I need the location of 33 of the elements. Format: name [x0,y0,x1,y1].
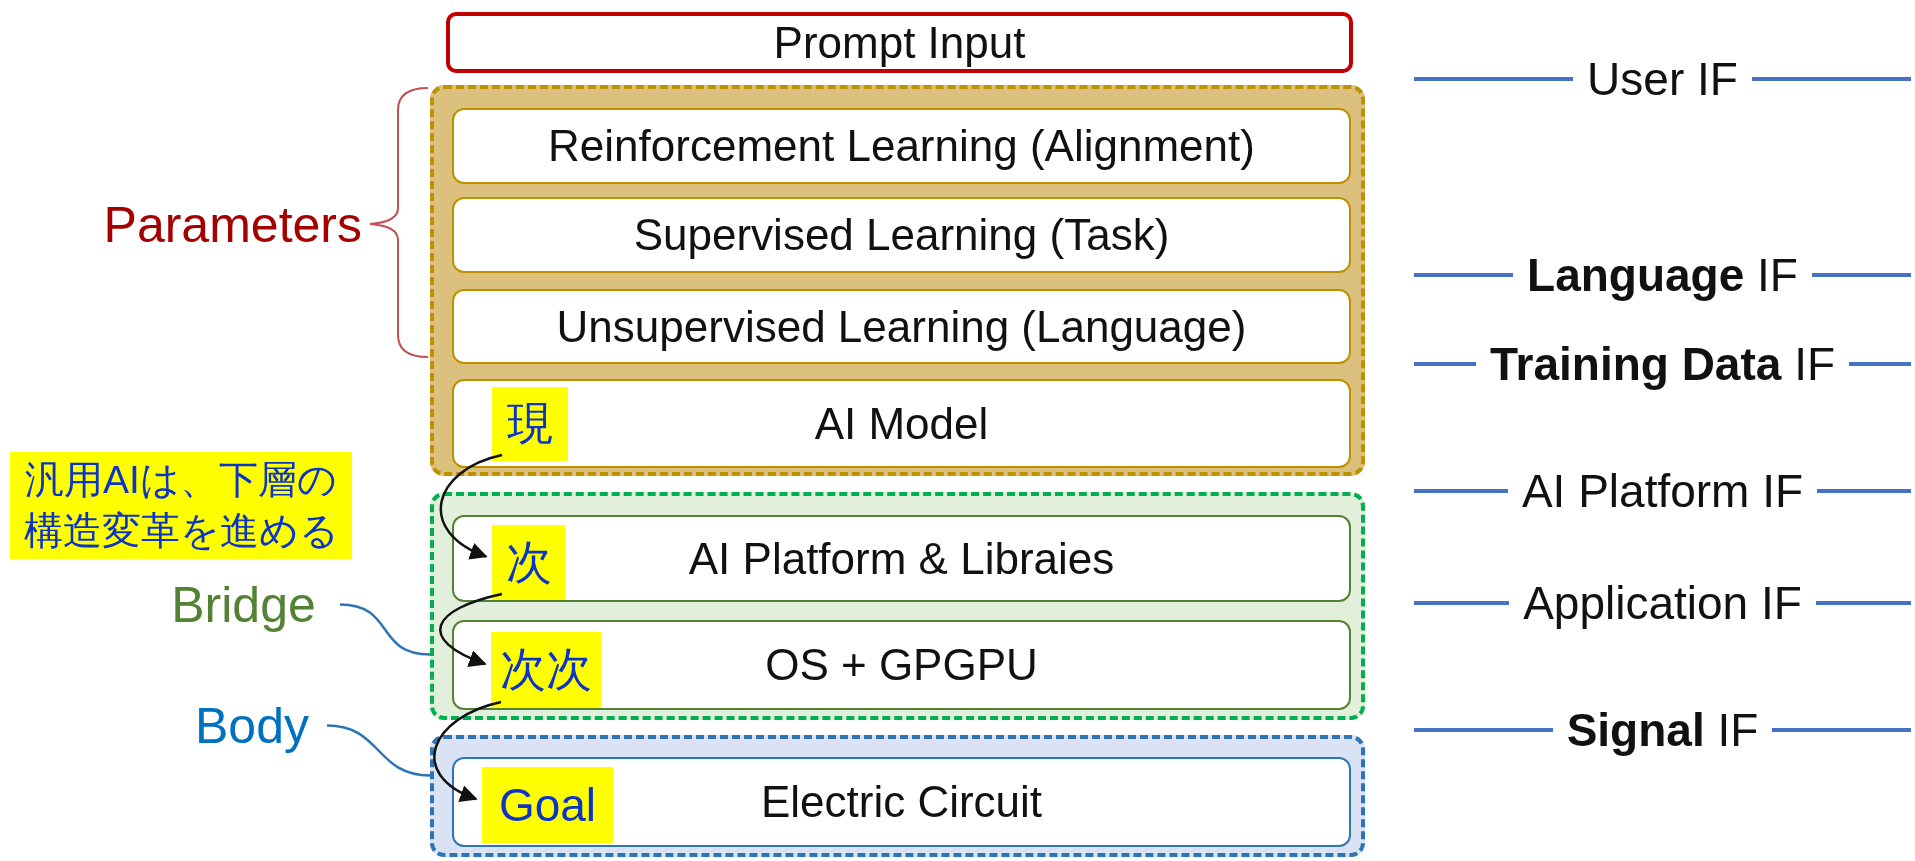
side-label: Bridge [147,574,340,635]
highlight-label: 次次 [491,632,601,708]
layer-box [452,620,1351,710]
layer-box: Supervised Learning (Task) [452,197,1351,273]
interface-label: Application IF [1522,576,1803,630]
side-label: Body [177,696,327,755]
layer-group-panel [430,492,1365,720]
interface-label: AI Platform IF [1520,464,1805,518]
layer-box [452,757,1351,847]
layer-label: AI Model [814,398,989,449]
highlight-label: Goal [482,767,613,843]
layer-box: Reinforcement Learning (Alignment) [452,108,1351,184]
prompt-box: Prompt Input [446,12,1353,73]
layer-label: AI Platform & Libraies [688,533,1115,584]
layer-box [452,515,1351,602]
interface-label: Training Data IF [1488,337,1837,391]
interface-label: Language IF [1526,248,1799,302]
layer-label: Electric Circuit [760,777,1043,827]
layer-label: OS + GPGPU [765,640,1038,690]
highlight-label: 次 [492,525,565,600]
interface-label: Signal IF [1565,703,1760,757]
layer-group-panel [430,735,1365,857]
interface-label: User IF [1586,52,1739,106]
layer-box: Unsupervised Learning (Language) [452,289,1351,364]
curved-arrow [433,700,502,801]
leader-line [326,724,431,777]
callout-box: 汎用AIは、下層の構造変革を進める [10,452,352,559]
layer-box [452,379,1351,468]
highlight-label: 現 [492,387,568,461]
leader-line [339,603,431,656]
layer-group-panel [430,85,1365,476]
bracket-label: Parameters [102,196,362,255]
curved-arrow [439,592,503,667]
